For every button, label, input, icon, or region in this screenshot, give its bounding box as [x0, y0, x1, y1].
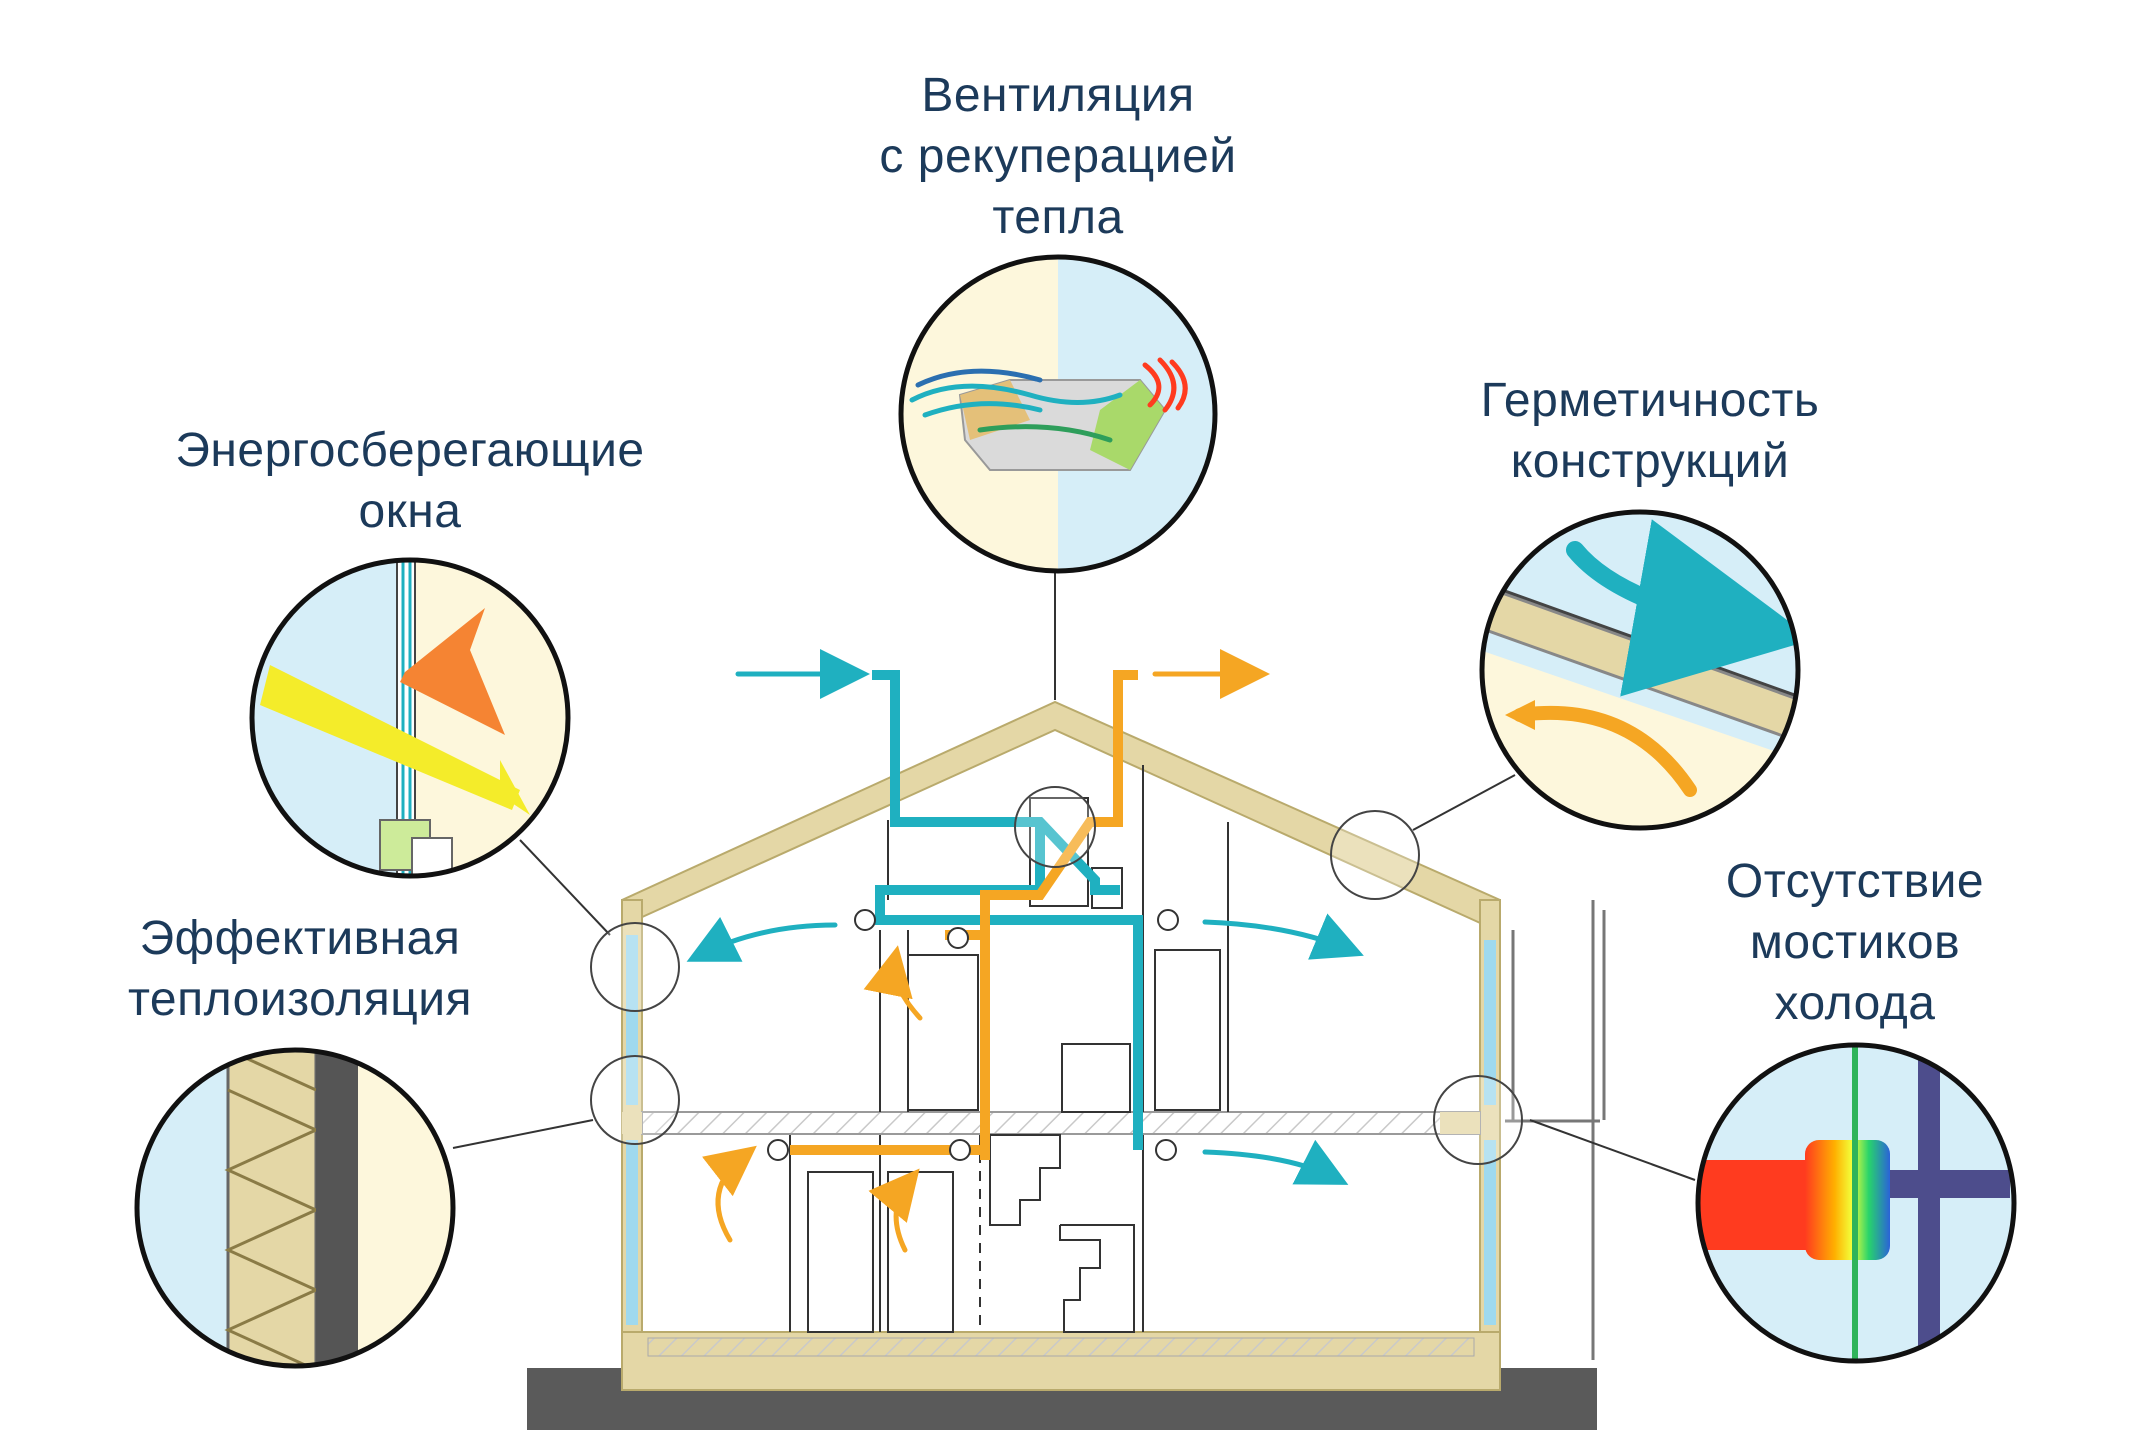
airtightness-detail	[1479, 509, 1801, 831]
ventilation-label: Вентиляция с рекуперацией тепла	[858, 65, 1258, 248]
ventilation-label-line-3: тепла	[992, 191, 1124, 244]
window-right-lower	[1484, 1140, 1496, 1325]
thermal-bridges-label: Отсутствие мостиков холода	[1660, 851, 2050, 1034]
ventilation-label-line-2: с рекуперацией	[879, 130, 1237, 183]
airtightness-label-line-2: конструкций	[1510, 435, 1790, 488]
airtightness-label-line-1: Герметичность	[1480, 374, 1820, 427]
thermal-bridges-detail	[1695, 1042, 2017, 1364]
windows-label: Энергосберегающие окна	[120, 420, 700, 542]
windows-label-line-1: Энергосберегающие	[175, 424, 645, 477]
insulation-label-line-2: теплоизоляция	[127, 973, 473, 1026]
insulation-detail	[134, 1047, 456, 1369]
house-shell	[621, 700, 1606, 1391]
insulation-label: Эффективная теплоизоляция	[80, 908, 520, 1030]
windows-label-line-2: окна	[358, 485, 462, 538]
insulation-label-line-1: Эффективная	[139, 912, 461, 965]
airflow-arrows	[686, 649, 1364, 1253]
ventilation-ducts	[767, 670, 1179, 1161]
window-left-upper	[626, 935, 638, 1105]
detail-markers	[590, 786, 1523, 1165]
ventilation-detail	[898, 254, 1218, 574]
window-right-upper	[1484, 940, 1496, 1105]
thermal-bridges-label-line-2: мостиков	[1749, 916, 1961, 969]
window-left-lower	[626, 1140, 638, 1325]
thermal-bridges-label-line-3: холода	[1774, 977, 1936, 1030]
external-fins	[1505, 900, 1606, 1360]
interior-lines	[789, 765, 1229, 1333]
callout-connectors	[452, 571, 1696, 1181]
thermal-bridges-label-line-1: Отсутствие	[1725, 855, 1985, 908]
windows-detail	[249, 557, 571, 879]
ventilation-label-line-1: Вентиляция	[921, 69, 1195, 122]
airtightness-label: Герметичность конструкций	[1410, 370, 1890, 492]
exhaust-duct	[980, 670, 1138, 1150]
mid-floor	[641, 1111, 1481, 1135]
